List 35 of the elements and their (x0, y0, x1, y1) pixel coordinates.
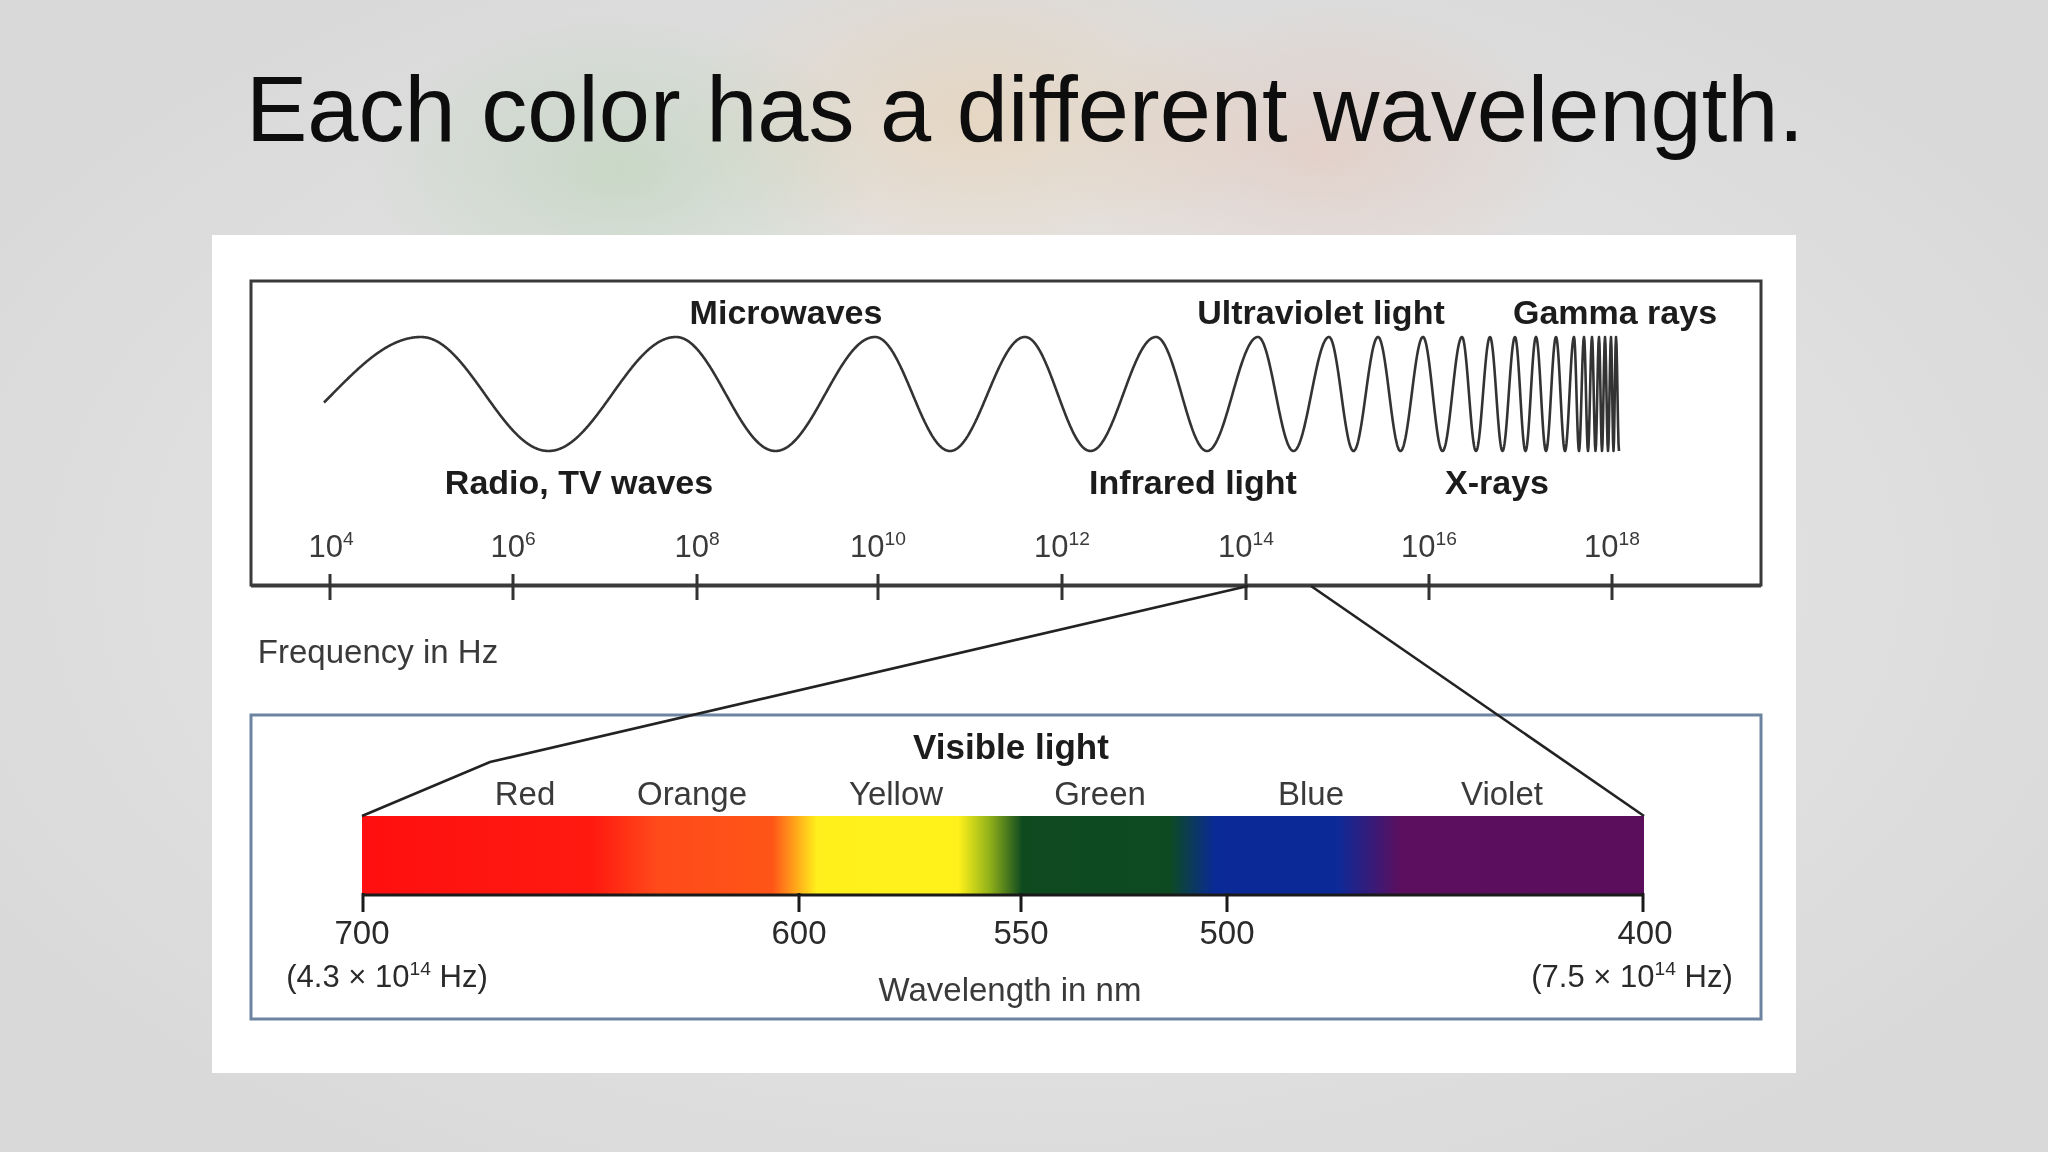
axis-title: Wavelength in nm (878, 971, 1142, 1009)
tick-label: 10$^{4}$ (308, 529, 354, 565)
band-label: X-rays (1445, 464, 1549, 502)
color-label: Red (494, 775, 556, 813)
tick-label: 700 (334, 914, 390, 952)
axis-title: Frequency in Hz (257, 633, 499, 671)
color-label: Violet (1461, 775, 1543, 813)
tick-label: 10$^{16}$ (1401, 529, 1457, 565)
zoom-line (1310, 584, 1645, 818)
spectrum-bar (362, 816, 1644, 897)
zoom-line (361, 584, 1249, 818)
tick-label: 10$^{14}$ (1218, 529, 1274, 565)
tick-label: 10$^{12}$ (1034, 529, 1090, 565)
color-label: Yellow (848, 775, 944, 813)
color-label: Blue (1277, 775, 1345, 813)
band-label: Microwaves (689, 294, 883, 332)
panel-heading: Visible light (913, 727, 1109, 767)
tick-label: 550 (993, 914, 1049, 952)
band-label: Radio, TV waves (444, 464, 714, 502)
tick-label: 400 (1617, 914, 1673, 952)
color-label: Orange (636, 775, 748, 813)
color-label: Green (1054, 775, 1146, 813)
slide-title: Each color has a different wavelength. (245, 59, 1805, 161)
tick-label: 10$^{6}$ (490, 529, 536, 565)
tick-label: 10$^{10}$ (850, 529, 906, 565)
frequency-note: (7.5 × 10$^{14}$ Hz) (1531, 959, 1733, 995)
tick-label: 500 (1199, 914, 1255, 952)
band-label: Ultraviolet light (1197, 294, 1445, 332)
band-label: Infrared light (1089, 464, 1297, 502)
frequency-note: (4.3 × 10$^{14}$ Hz) (286, 959, 488, 995)
frequency-axis (251, 574, 1761, 600)
tick-label: 10$^{8}$ (674, 529, 720, 565)
tick-label: 10$^{18}$ (1584, 529, 1640, 565)
band-label: Gamma rays (1512, 294, 1718, 332)
tick-label: 600 (771, 914, 827, 952)
